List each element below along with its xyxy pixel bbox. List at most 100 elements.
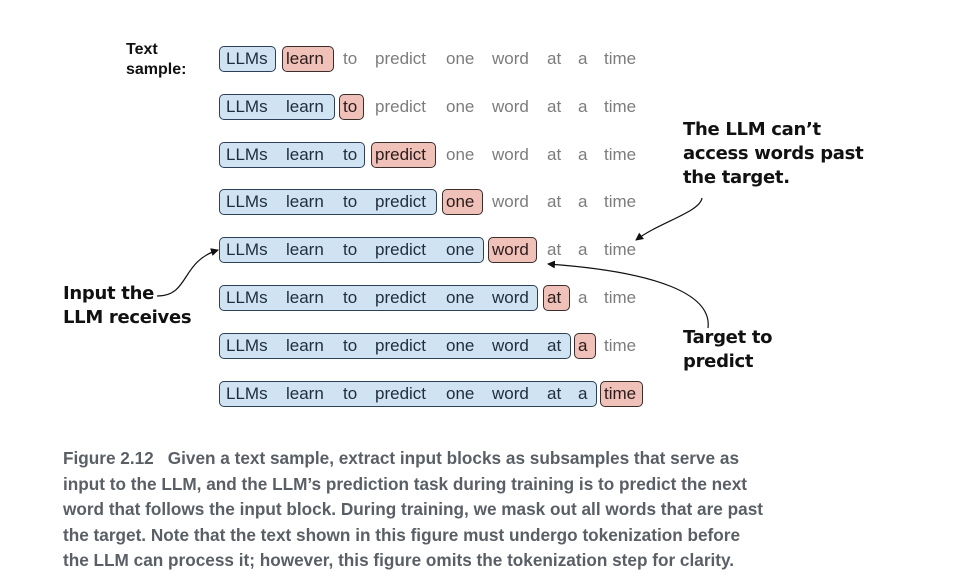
masked-word: time xyxy=(604,145,637,164)
masked-word: at xyxy=(547,145,562,164)
masked-word: time xyxy=(604,97,637,116)
input-word: word xyxy=(492,336,529,355)
masked-word: time xyxy=(604,192,637,211)
caption-line-3: word that follows the input block. Durin… xyxy=(63,499,763,519)
masked-word: a xyxy=(578,49,588,68)
target-block xyxy=(600,381,643,407)
input-word: learn xyxy=(286,288,324,307)
input-word: to xyxy=(343,240,358,259)
masked-word: word xyxy=(492,145,529,164)
masked-word: time xyxy=(604,240,637,259)
input-block xyxy=(219,94,335,120)
caption-figure-number: Figure 2.12 xyxy=(63,448,154,468)
input-word: LLMs xyxy=(226,97,268,116)
figure-caption: Figure 2.12 Given a text sample, extract … xyxy=(63,446,863,574)
masked-word: one xyxy=(446,97,475,116)
input-word: learn xyxy=(286,145,324,164)
input-block xyxy=(219,237,484,263)
masked-word: one xyxy=(446,145,475,164)
input-word: LLMs xyxy=(226,192,268,211)
masked-word: at xyxy=(547,240,562,259)
masked-word: to xyxy=(343,49,358,68)
input-word: to xyxy=(343,288,358,307)
masked-word: a xyxy=(578,288,588,307)
input-word: to xyxy=(343,384,358,403)
input-word: LLMs xyxy=(226,336,268,355)
masked-word: at xyxy=(547,97,562,116)
target-word: learn xyxy=(286,49,324,68)
masked-word: a xyxy=(578,192,588,211)
target-block xyxy=(282,46,334,72)
text-sample-label-line1: Text xyxy=(126,41,158,58)
input-word: predict xyxy=(375,192,427,211)
target-block xyxy=(339,94,364,120)
masked-word: word xyxy=(492,49,529,68)
caption-line-2: input to the LLM, and the LLM’s predicti… xyxy=(63,473,747,494)
target-block xyxy=(371,142,436,168)
input-word: learn xyxy=(286,192,324,211)
note-target: Target to predict xyxy=(683,326,773,374)
text-sample-label: Text sample: xyxy=(126,40,186,80)
input-word: to xyxy=(343,145,358,164)
input-word: predict xyxy=(375,288,427,307)
input-word: at xyxy=(547,336,562,355)
input-word: one xyxy=(446,384,475,403)
masked-word: time xyxy=(604,49,637,68)
input-word: predict xyxy=(375,384,427,403)
masked-word: predict xyxy=(375,97,427,116)
masked-word: at xyxy=(547,49,562,68)
input-word: to xyxy=(343,336,358,355)
note-target-line1: Target to xyxy=(683,327,773,348)
note-target-line2: predict xyxy=(683,351,754,372)
target-word: to xyxy=(343,97,358,116)
input-word: predict xyxy=(375,240,427,259)
input-block xyxy=(219,381,597,407)
input-word: LLMs xyxy=(226,240,268,259)
caption-text-1: Given a text sample, extract input block… xyxy=(167,448,739,468)
target-word: word xyxy=(492,240,529,259)
input-word: one xyxy=(446,336,475,355)
masked-word: time xyxy=(604,288,637,307)
note-past-target-line2: access words past xyxy=(683,143,864,164)
target-word: predict xyxy=(375,145,427,164)
target-word: a xyxy=(578,336,588,355)
input-word: learn xyxy=(286,240,324,259)
input-word: word xyxy=(492,288,529,307)
input-block xyxy=(219,285,538,311)
input-block xyxy=(219,46,276,72)
input-word: learn xyxy=(286,97,324,116)
input-block xyxy=(219,142,365,168)
note-input-line2: LLM receives xyxy=(63,307,192,328)
masked-word: predict xyxy=(375,49,427,68)
target-block xyxy=(488,237,537,263)
target-word: time xyxy=(604,384,637,403)
masked-word: at xyxy=(547,192,562,211)
masked-word: a xyxy=(578,145,588,164)
masked-word: word xyxy=(492,97,529,116)
input-word: LLMs xyxy=(226,384,268,403)
input-block xyxy=(219,189,437,215)
masked-word: time xyxy=(604,336,637,355)
target-word: one xyxy=(446,192,475,211)
target-block xyxy=(442,189,483,215)
masked-word: word xyxy=(492,192,529,211)
input-word: predict xyxy=(375,336,427,355)
target-word: at xyxy=(547,288,562,307)
note-past-target: The LLM can’t access words past the targ… xyxy=(683,118,864,190)
input-word: learn xyxy=(286,384,324,403)
masked-word: a xyxy=(578,240,588,259)
input-word: LLMs xyxy=(226,49,268,68)
note-past-target-line3: the target. xyxy=(683,167,790,188)
input-block xyxy=(219,333,571,359)
note-input: Input the LLM receives xyxy=(63,282,192,330)
caption-line-5: the LLM can process it; however, this fi… xyxy=(63,550,735,570)
input-word: a xyxy=(578,384,588,403)
input-word: LLMs xyxy=(226,145,268,164)
